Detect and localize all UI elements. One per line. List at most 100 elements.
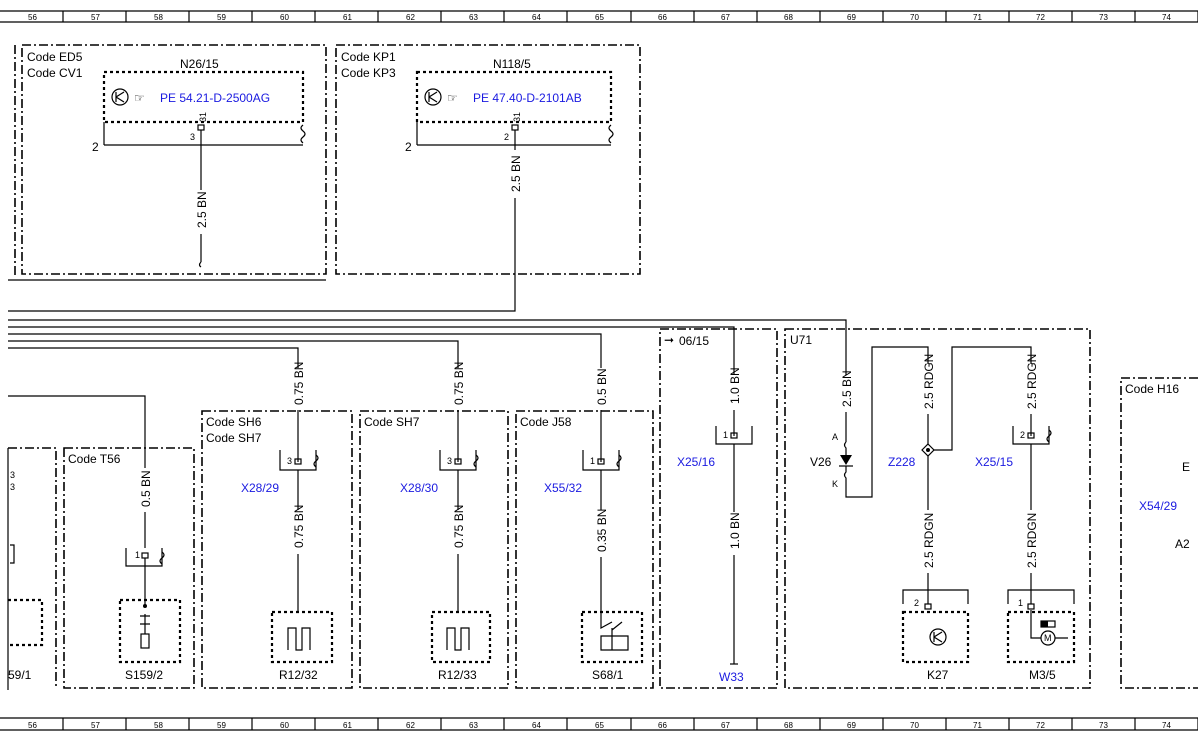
code-ed5-region: Code ED5 Code CV1 N26/15 ☞ PE 54.21-D-25… <box>14 44 327 276</box>
u71-region: U71 2.5 BN A V26 K 2.5 RDGN Z228 2.5 RDG… <box>784 328 1091 689</box>
svg-text:2.5 RDGN: 2.5 RDGN <box>922 354 936 409</box>
k27-label: K27 <box>927 668 949 682</box>
pe-link-2[interactable]: PE 47.40-D-2101AB <box>473 91 582 105</box>
svg-text:0.75 BN: 0.75 BN <box>452 362 466 405</box>
bus-wires <box>8 198 847 468</box>
ruler-column-label: 73 <box>1099 721 1108 730</box>
relay-transistor-icon <box>929 628 947 646</box>
x28-30-label[interactable]: X28/30 <box>400 481 438 495</box>
ruler-column-label: 57 <box>91 13 100 22</box>
w33-label[interactable]: W33 <box>719 670 744 684</box>
svg-text:0.75 BN: 0.75 BN <box>292 505 306 548</box>
code-sh7-label: Code SH7 <box>206 431 262 445</box>
ruler-column-label: 73 <box>1099 13 1108 22</box>
ruler-column-label: 71 <box>973 721 982 730</box>
ruler-column-label: 69 <box>847 721 856 730</box>
pe-link-1[interactable]: PE 54.21-D-2500AG <box>160 91 270 105</box>
svg-text:2: 2 <box>914 598 919 608</box>
v26-label: V26 <box>810 455 832 469</box>
svg-text:2.5 BN: 2.5 BN <box>840 370 854 407</box>
ruler-column-label: 61 <box>343 721 352 730</box>
ruler-column-label: 60 <box>280 13 289 22</box>
svg-text:0.75 BN: 0.75 BN <box>452 505 466 548</box>
ruler-column-label: 62 <box>406 13 415 22</box>
code-sh7-label-2: Code SH7 <box>364 415 420 429</box>
ruler-column-label: 60 <box>280 721 289 730</box>
ruler-column-label: 74 <box>1162 721 1171 730</box>
ruler-column-label: 58 <box>154 13 163 22</box>
ruler-column-label: 74 <box>1162 13 1171 22</box>
x54-29-label[interactable]: X54/29 <box>1139 499 1177 513</box>
z228-label[interactable]: Z228 <box>888 455 916 469</box>
svg-text:3: 3 <box>190 132 195 142</box>
code-ed5-label: Code ED5 <box>27 50 83 64</box>
svg-text:3: 3 <box>287 456 292 466</box>
diode-icon <box>840 455 852 465</box>
code-cv1-label: Code CV1 <box>27 66 83 80</box>
ref-06-15-label[interactable]: 06/15 <box>679 334 709 348</box>
code-j58-region: Code J58 0.5 BN 1 X55/32 0.35 BN S68/1 <box>515 368 654 689</box>
svg-text:E: E <box>1182 460 1190 474</box>
svg-text:1: 1 <box>1018 598 1023 608</box>
svg-text:M: M <box>1044 633 1052 643</box>
code-t56-label: Code T56 <box>68 452 121 466</box>
r12-33-label: R12/33 <box>438 668 477 682</box>
transistor-icon <box>424 88 442 106</box>
ruler-column-label: 63 <box>469 721 478 730</box>
ruler-column-label: 59 <box>217 13 226 22</box>
x28-29-label[interactable]: X28/29 <box>241 481 279 495</box>
u71-label: U71 <box>790 333 812 347</box>
hand-pointer-icon: ☞ <box>447 91 458 105</box>
x25-16-label[interactable]: X25/16 <box>677 455 715 469</box>
arrow-right-icon: ➞ <box>664 333 674 347</box>
svg-text:2: 2 <box>504 132 509 142</box>
ruler-column-label: 69 <box>847 13 856 22</box>
wire-label: 2.5 BN <box>195 191 209 228</box>
ruler-column-label: 72 <box>1036 13 1045 22</box>
m3-5-label: M3/5 <box>1029 668 1056 682</box>
code-kp-region: Code KP1 Code KP3 N118/5 ☞ PE 47.40-D-21… <box>335 44 641 275</box>
ruler-column-label: 61 <box>343 13 352 22</box>
code-kp3-label: Code KP3 <box>341 66 396 80</box>
ruler-column-label: 62 <box>406 721 415 730</box>
code-sh6-label: Code SH6 <box>206 415 262 429</box>
ruler-column-label: 58 <box>154 721 163 730</box>
code-sh7-region: Code SH7 0.75 BN 3 X28/30 0.75 BN R12/33 <box>359 362 509 689</box>
ruler-column-label: 57 <box>91 721 100 730</box>
ruler-column-label: 71 <box>973 13 982 22</box>
code-sh6-region: Code SH6 Code SH7 0.75 BN 3 X28/29 0.75 … <box>201 362 353 689</box>
svg-text:K: K <box>832 479 838 489</box>
code-h16-label: Code H16 <box>1125 382 1179 396</box>
transistor-icon <box>111 88 129 106</box>
svg-text:2: 2 <box>1020 430 1025 440</box>
x25-15-label[interactable]: X25/15 <box>975 455 1013 469</box>
ruler-column-label: 68 <box>784 721 793 730</box>
svg-text:1: 1 <box>723 430 728 440</box>
ruler-column-label: 64 <box>532 721 541 730</box>
ruler-column-label: 67 <box>721 13 730 22</box>
ruler-column-label: 59 <box>217 721 226 730</box>
ruler-column-label: 56 <box>28 721 37 730</box>
s159-1-label: 59/1 <box>8 668 32 682</box>
svg-text:1.0 BN: 1.0 BN <box>728 367 742 404</box>
svg-text:2.5 RDGN: 2.5 RDGN <box>1025 513 1039 568</box>
x55-32-label[interactable]: X55/32 <box>544 481 582 495</box>
code-kp1-label: Code KP1 <box>341 50 396 64</box>
pin-2-label: 2 <box>92 140 99 154</box>
svg-text:1: 1 <box>135 550 140 560</box>
n118-5-label: N118/5 <box>493 57 531 71</box>
r12-32-label: R12/32 <box>279 668 318 682</box>
ruler-column-label: 70 <box>910 721 919 730</box>
ruler-column-label: 65 <box>595 721 604 730</box>
ruler-column-label: 67 <box>721 721 730 730</box>
svg-text:3: 3 <box>447 456 452 466</box>
code-j58-label: Code J58 <box>520 415 572 429</box>
svg-text:0.35 BN: 0.35 BN <box>595 509 609 552</box>
ruler-column-label: 66 <box>658 721 667 730</box>
left-partial-boxes: 3 3 59/1 Code T56 0.5 BN 1 S159/2 <box>7 447 195 690</box>
ruler-column-label: 56 <box>28 13 37 22</box>
svg-text:31: 31 <box>198 112 208 122</box>
ruler-column-label: 70 <box>910 13 919 22</box>
